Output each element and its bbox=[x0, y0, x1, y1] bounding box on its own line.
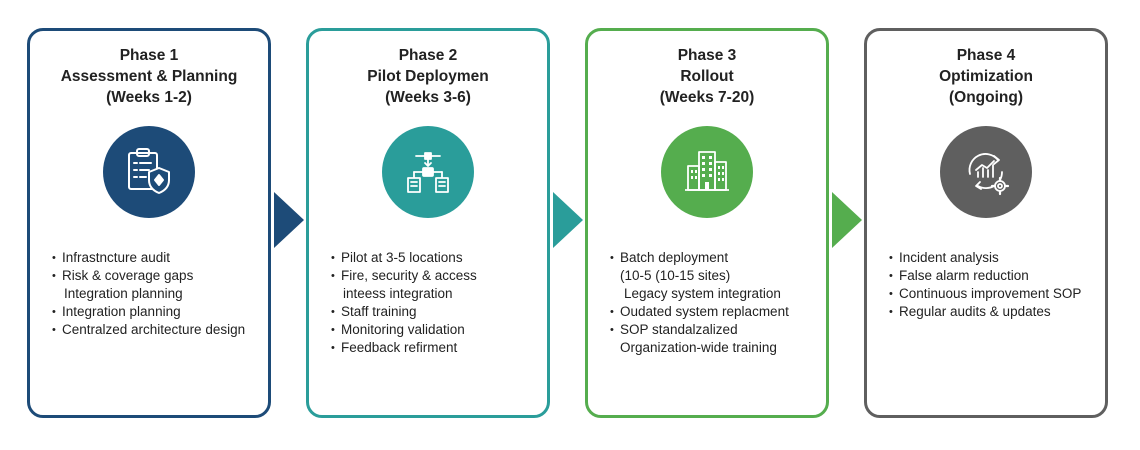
phase-2-bullets: Pilot at 3-5 locations Fire, security & … bbox=[331, 249, 539, 357]
phase-2-duration: (Weeks 3-6) bbox=[385, 89, 471, 106]
phase-3-card: Phase 3 Rollout (Weeks 7-20) Batch bbox=[585, 28, 829, 418]
phase-2-label: Phase 2 bbox=[398, 47, 458, 64]
phase-1-bullets: Infrastncture audit Risk & coverage gaps… bbox=[52, 249, 260, 339]
list-item: Centralzed architecture design bbox=[52, 321, 260, 339]
list-item: Continuous improvement SOP bbox=[889, 285, 1097, 303]
phase-3-title: Phase 3 Rollout (Weeks 7-20) bbox=[588, 45, 826, 108]
list-item: Batch deployment bbox=[610, 249, 818, 267]
list-item: inteess integration bbox=[343, 286, 453, 301]
phase-1-label: Phase 1 bbox=[119, 47, 179, 64]
phase-4-card: Phase 4 Optimization (Ongoing) Incident … bbox=[864, 28, 1108, 418]
arrow-right-icon bbox=[832, 192, 862, 248]
phase-4-bullets: Incident analysis False alarm reduction … bbox=[889, 249, 1097, 321]
phase-1-card: Phase 1 Assessment & Planning (Weeks 1-2… bbox=[27, 28, 271, 418]
chart-cycle-gear-icon bbox=[940, 126, 1032, 218]
buildings-icon bbox=[661, 126, 753, 218]
phase-4-title: Phase 4 Optimization (Ongoing) bbox=[867, 45, 1105, 108]
phase-1-name: Assessment & Planning bbox=[60, 68, 238, 85]
list-item: Oudated system replacment bbox=[610, 303, 818, 321]
list-item: Fire, security & access bbox=[331, 267, 539, 285]
list-item: SOP standalzalized bbox=[610, 321, 818, 339]
list-item: Monitoring validation bbox=[331, 321, 539, 339]
list-item: Organization-wide training bbox=[620, 340, 777, 355]
arrow-right-icon bbox=[553, 192, 583, 248]
list-item: Regular audits & updates bbox=[889, 303, 1097, 321]
list-item: Feedback refirment bbox=[331, 339, 539, 357]
phase-2-card: Phase 2 Pilot Deploymen (Weeks 3-6) Pilo… bbox=[306, 28, 550, 418]
list-item: Risk & coverage gaps bbox=[52, 267, 260, 285]
phase-3-duration: (Weeks 7-20) bbox=[659, 89, 755, 106]
phase-1-title: Phase 1 Assessment & Planning (Weeks 1-2… bbox=[30, 45, 268, 108]
phase-3-name: Rollout bbox=[680, 68, 734, 85]
list-item: Integration planning bbox=[52, 303, 260, 321]
list-item: False alarm reduction bbox=[889, 267, 1097, 285]
phase-3-bullets: Batch deployment (10-5 (10-15 sites) Leg… bbox=[610, 249, 818, 357]
clipboard-shield-icon bbox=[103, 126, 195, 218]
list-item: Incident analysis bbox=[889, 249, 1097, 267]
list-item: (10-5 (10-15 sites) bbox=[620, 268, 731, 283]
list-item: Infrastncture audit bbox=[52, 249, 260, 267]
phase-2-title: Phase 2 Pilot Deploymen (Weeks 3-6) bbox=[309, 45, 547, 108]
phase-4-label: Phase 4 bbox=[956, 47, 1016, 64]
list-item: Staff training bbox=[331, 303, 539, 321]
arrow-right-icon bbox=[274, 192, 304, 248]
list-item: Integration planning bbox=[64, 286, 183, 301]
network-buildings-icon bbox=[382, 126, 474, 218]
list-item: Pilot at 3-5 locations bbox=[331, 249, 539, 267]
phase-3-label: Phase 3 bbox=[677, 47, 737, 64]
phase-4-name: Optimization bbox=[939, 68, 1033, 85]
phase-1-duration: (Weeks 1-2) bbox=[106, 89, 192, 106]
phase-4-duration: (Ongoing) bbox=[948, 89, 1024, 106]
list-item: Legacy system integration bbox=[624, 286, 781, 301]
phase-2-name: Pilot Deploymen bbox=[367, 68, 489, 85]
